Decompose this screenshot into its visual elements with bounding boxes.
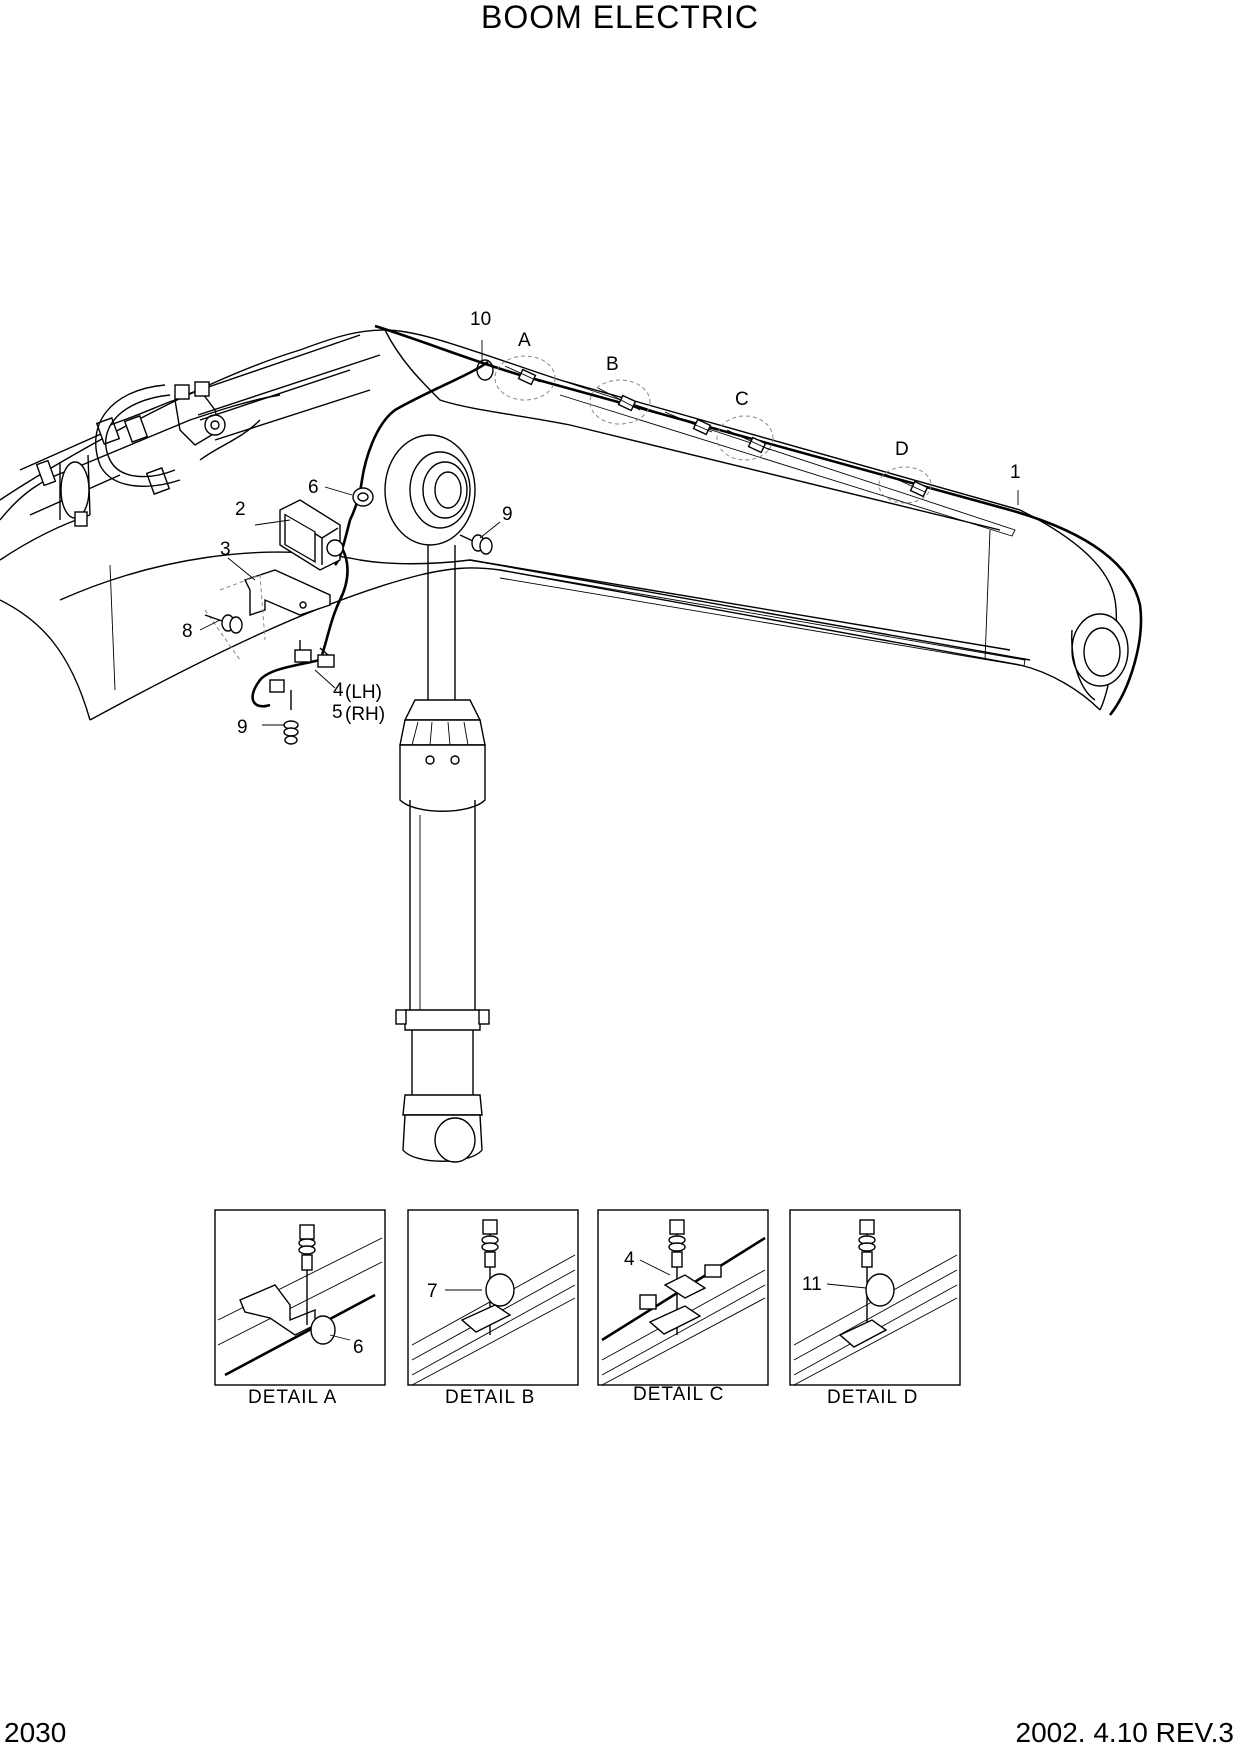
detail-b-label: DETAIL B <box>445 1387 535 1408</box>
callout-detail-c: C <box>735 389 749 410</box>
callout-labels: 10 A B C D 1 6 2 9 3 8 4 (LH) 5 (RH) 9 <box>182 309 1021 738</box>
work-lamp-assembly <box>204 359 494 745</box>
detail-zones <box>494 355 932 504</box>
grommet-item-6 <box>352 487 374 507</box>
ring-item-10 <box>476 359 494 381</box>
callout-2: 2 <box>235 499 246 520</box>
callout-9-lower: 9 <box>237 717 248 738</box>
clip-c <box>664 411 771 454</box>
detail-a-callout: 6 <box>353 1337 364 1358</box>
clip-a <box>504 365 541 386</box>
revision-date: 2002. 4.10 REV.3 <box>1015 1717 1234 1748</box>
detail-d-label: DETAIL D <box>827 1387 918 1408</box>
callout-4: 4 <box>333 680 344 701</box>
clip-d <box>884 473 929 498</box>
callout-6: 6 <box>308 477 319 498</box>
clip-b <box>597 387 641 412</box>
detail-c-box: 4 DETAIL C <box>597 1209 769 1405</box>
callout-4-side: (LH) <box>345 682 382 703</box>
detail-c-callout: 4 <box>624 1249 635 1270</box>
detail-a-label: DETAIL A <box>248 1387 337 1408</box>
bolt-item-9-upper <box>459 534 493 555</box>
bolt-item-8 <box>204 614 243 634</box>
detail-boxes: 6 DETAIL A 7 DETAIL B <box>214 1209 961 1408</box>
boom-structure <box>0 329 1129 721</box>
leader-lines <box>199 340 1019 726</box>
callout-8: 8 <box>182 621 193 642</box>
boom-cylinder <box>384 434 490 1163</box>
detail-b-box: 7 DETAIL B <box>407 1209 579 1408</box>
detail-a-box: 6 DETAIL A <box>214 1209 386 1408</box>
detail-c-label: DETAIL C <box>633 1384 724 1405</box>
page-number: 2030 <box>4 1717 67 1748</box>
detail-d-callout: 11 <box>802 1274 822 1295</box>
detail-b-callout: 7 <box>427 1281 438 1302</box>
detail-d-box: 11 DETAIL D <box>789 1209 961 1408</box>
callout-detail-b: B <box>606 354 619 375</box>
connectors-item-4-5 <box>269 640 335 693</box>
callout-3: 3 <box>220 539 231 560</box>
callout-10: 10 <box>470 309 491 330</box>
bolt-item-9-lower <box>283 690 299 745</box>
callout-detail-a: A <box>518 330 531 351</box>
callout-5: 5 <box>332 702 343 723</box>
callout-5-side: (RH) <box>345 704 385 725</box>
callout-1: 1 <box>1010 462 1021 483</box>
callout-9-upper: 9 <box>502 504 513 525</box>
page-title: BOOM ELECTRIC <box>481 0 759 35</box>
callout-detail-d: D <box>895 439 909 460</box>
